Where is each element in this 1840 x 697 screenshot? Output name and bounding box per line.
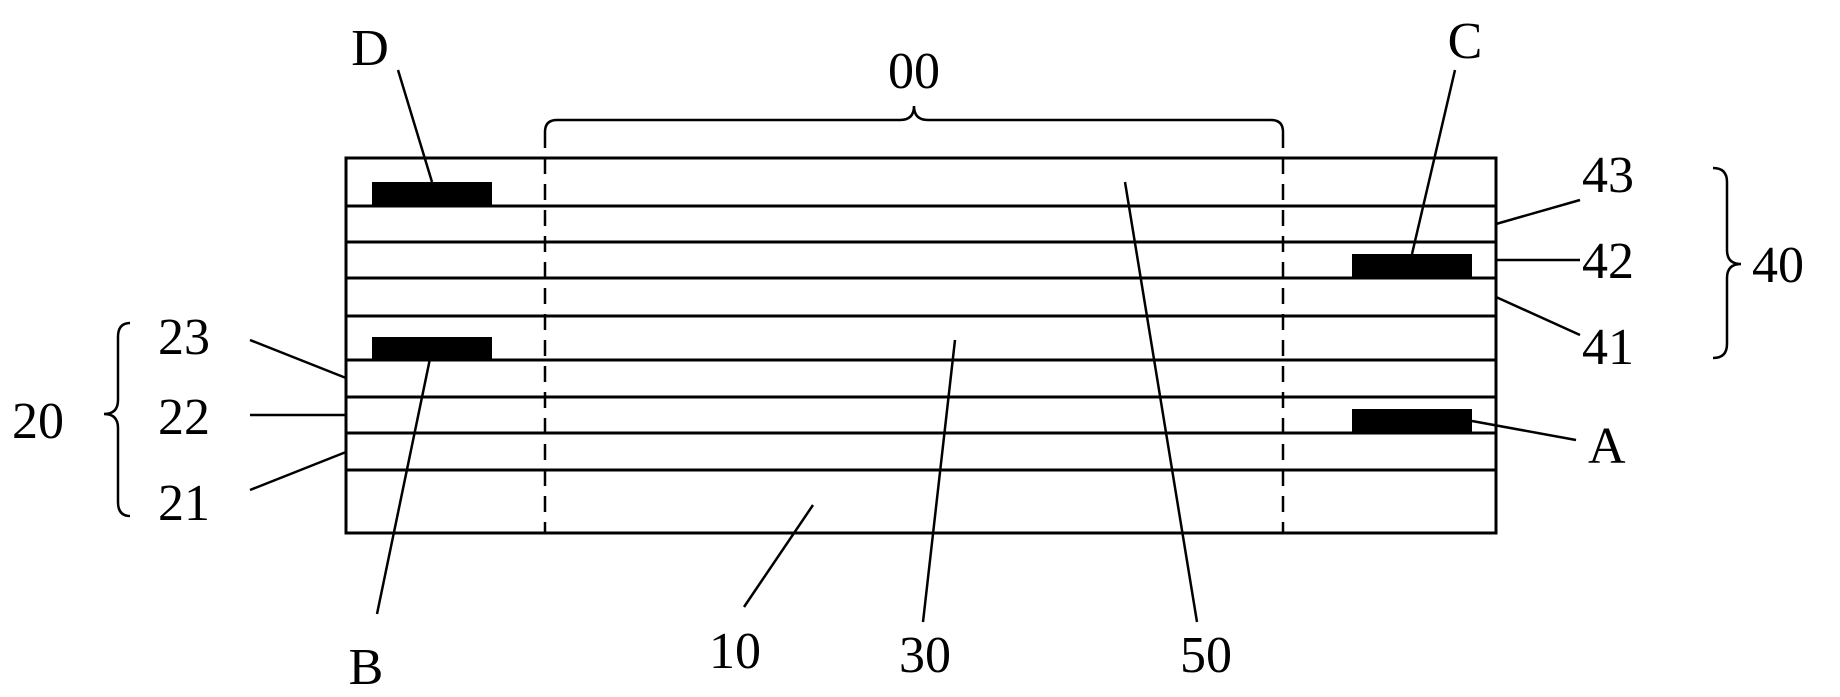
label-c: C — [1448, 13, 1483, 70]
leader-b — [375, 348, 434, 615]
leader-10 — [742, 504, 815, 608]
label-10: 10 — [709, 623, 761, 680]
label-b: B — [349, 639, 384, 696]
electrode-c — [1352, 254, 1472, 278]
layer-41 — [344, 276, 1498, 318]
label-22: 22 — [158, 389, 210, 446]
layer-22 — [344, 395, 1498, 435]
leader-21 — [249, 450, 347, 492]
electrode-d — [372, 182, 492, 206]
leader-d — [396, 69, 434, 183]
label-d: D — [351, 20, 389, 77]
leader-41 — [1495, 295, 1581, 337]
label-40: 40 — [1752, 237, 1804, 294]
substrate-outline — [344, 156, 1498, 535]
label-41: 41 — [1582, 319, 1634, 376]
label-50: 50 — [1180, 627, 1232, 684]
electrode-b — [372, 337, 492, 360]
label-20: 20 — [12, 393, 64, 450]
leader-43 — [1495, 198, 1581, 226]
label-a: A — [1588, 418, 1626, 475]
label-00: 00 — [888, 43, 940, 100]
layer-43 — [344, 204, 1498, 244]
brace-40 — [1712, 166, 1742, 360]
label-43: 43 — [1582, 147, 1634, 204]
leader-23 — [249, 338, 347, 380]
leader-30 — [921, 339, 957, 623]
electrode-a — [1352, 409, 1472, 433]
label-23: 23 — [158, 309, 210, 366]
brace-00 — [543, 105, 1285, 133]
leader-a — [1471, 419, 1577, 442]
layer-21 — [344, 431, 1498, 472]
leader-c — [1410, 69, 1457, 255]
label-42: 42 — [1582, 233, 1634, 290]
label-21: 21 — [158, 475, 210, 532]
leader-50 — [1123, 181, 1199, 623]
label-30: 30 — [899, 627, 951, 684]
brace-20 — [103, 321, 131, 518]
layer-23 — [344, 358, 1498, 399]
layer-42 — [344, 240, 1498, 280]
